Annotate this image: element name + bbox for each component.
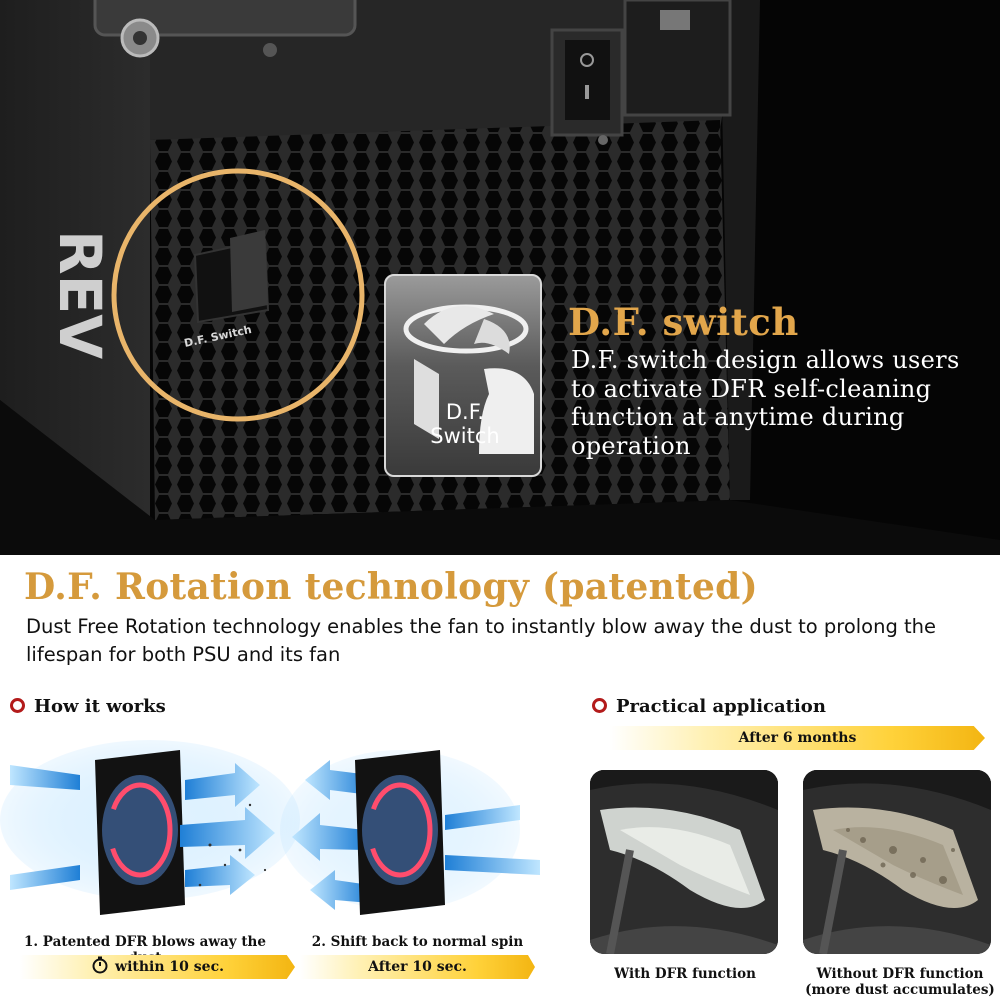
df-switch-description: D.F. switch design allows users to activ… — [571, 346, 960, 460]
badge-line-1: D.F. — [445, 400, 485, 424]
badge-line-2: Switch — [430, 424, 500, 448]
practical-application-label: Practical application — [616, 696, 826, 717]
how-it-works-label: How it works — [34, 696, 166, 717]
psu-side-panel — [0, 0, 150, 520]
fan-icon — [403, 304, 534, 454]
without-dfr-line-2: (more dust accumulates) — [805, 982, 995, 998]
badge-text: D.F. Switch — [386, 400, 540, 448]
period-label: After 6 months — [738, 730, 857, 746]
rotation-title: D.F. Rotation technology (patented) — [24, 566, 758, 608]
step1-time-ribbon: within 10 sec. — [20, 955, 295, 979]
fan-icon — [355, 750, 445, 915]
df-switch-title: D.F. switch — [568, 300, 799, 344]
highlight-circle — [111, 168, 365, 422]
psu-illustration: REV D.F. Switch — [0, 0, 760, 520]
bullet-circle-icon — [10, 697, 25, 713]
without-dfr-line-1: Without DFR function — [816, 966, 984, 982]
step2-caption: 2. Shift back to normal spin — [311, 934, 524, 950]
airflow-arrow-icon — [292, 760, 370, 910]
bullet-circle-icon — [592, 697, 607, 713]
airflow-arrow-icon — [180, 763, 275, 895]
brand-partial: REV — [46, 230, 114, 359]
stopwatch-icon — [92, 956, 108, 974]
period-ribbon: After 6 months — [610, 726, 985, 750]
step1-time: within 10 sec. — [115, 959, 224, 975]
photo-without-dfr — [803, 770, 991, 954]
step2-time: After 10 sec. — [368, 959, 467, 975]
without-dfr-caption: Without DFR function (more dust accumula… — [805, 966, 995, 998]
step2-time-ribbon: After 10 sec. — [300, 955, 535, 979]
photo-with-dfr — [590, 770, 778, 954]
fan-icon — [95, 750, 185, 915]
df-switch-badge: D.F. Switch — [384, 274, 542, 477]
rotation-description: Dust Free Rotation technology enables th… — [26, 615, 937, 666]
practical-application-heading: Practical application — [592, 696, 826, 717]
hero-panel: REV D.F. Switch D.F. Switch D.F. switch … — [0, 0, 1000, 555]
how-it-works-diagram — [0, 740, 540, 915]
with-dfr-caption: With DFR function — [614, 966, 756, 982]
how-it-works-heading: How it works — [10, 696, 166, 717]
